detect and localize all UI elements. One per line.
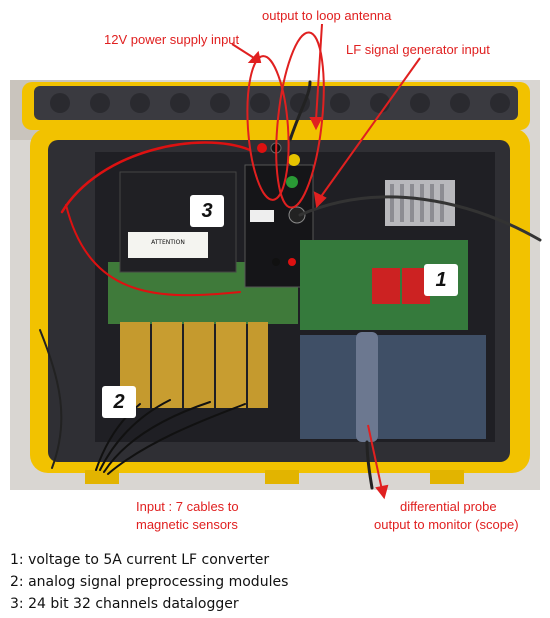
- preprocessing-modules: [120, 322, 268, 408]
- relay-1: [372, 268, 400, 304]
- lid-foam: [34, 86, 518, 120]
- power-jack-red: [257, 143, 267, 153]
- label-lf-generator: LF signal generator input: [346, 42, 490, 57]
- annotation-arrows: [231, 23, 421, 500]
- differential-probe: [356, 332, 378, 442]
- probe-jack-red: [288, 258, 296, 266]
- latch-middle: [265, 470, 299, 484]
- marker-three: 3: [190, 195, 224, 227]
- antenna-jack-green: [286, 176, 298, 188]
- probe-foam-block: [300, 335, 486, 439]
- power-input-ellipse: [246, 55, 290, 201]
- probe-jack-black: [272, 258, 280, 266]
- bnc-connector: [288, 206, 306, 224]
- converter-tag: [250, 210, 274, 222]
- label-probe-2: output to monitor (scope): [374, 517, 519, 532]
- legend-item-3: 3: 24 bit 32 channels datalogger: [10, 596, 239, 612]
- label-input-cables-1: Input : 7 cables to: [136, 499, 239, 514]
- latch-left: [85, 470, 119, 484]
- lid-foam-bumps: [50, 93, 510, 113]
- antenna-jack-yellow: [288, 154, 300, 166]
- label-probe-1: differential probe: [400, 499, 497, 514]
- marker-one: 1: [424, 264, 458, 296]
- marker-two: 2: [102, 386, 136, 418]
- attention-label: [128, 232, 208, 258]
- legend-item-2: 2: analog signal preprocessing modules: [10, 574, 289, 590]
- antenna-ellipse: [275, 31, 325, 209]
- label-loop-antenna: output to loop antenna: [262, 8, 392, 23]
- legend-item-1: 1: voltage to 5A current LF converter: [10, 552, 270, 568]
- latch-right: [430, 470, 464, 484]
- label-input-cables-2: magnetic sensors: [136, 517, 238, 532]
- cables: [39, 80, 542, 490]
- attention-text: ATTENTION: [151, 239, 185, 246]
- label-power-input: 12V power supply input: [104, 32, 240, 47]
